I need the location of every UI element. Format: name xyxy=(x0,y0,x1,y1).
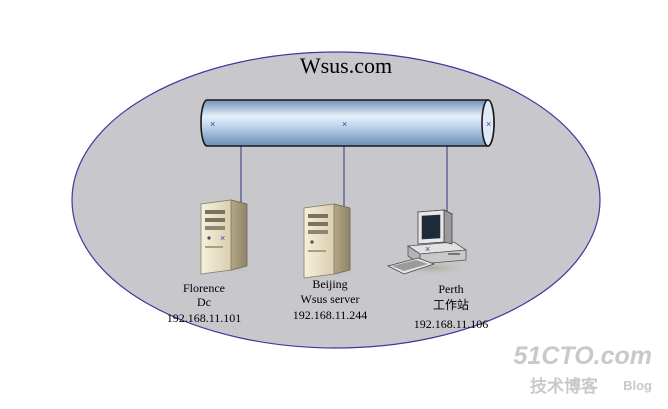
svg-text:×: × xyxy=(342,119,347,129)
beijing-ip: 192.168.11.244 xyxy=(293,308,368,322)
perth-name: Perth xyxy=(438,282,463,296)
beijing-role: Wsus server xyxy=(301,292,360,306)
perth-label: Perth 工作站 192.168.11.106 xyxy=(414,282,489,331)
svg-text:×: × xyxy=(220,233,225,243)
svg-text:×: × xyxy=(210,119,215,129)
perth-ip: 192.168.11.106 xyxy=(414,317,489,331)
svg-text:×: × xyxy=(425,244,430,254)
svg-text:×: × xyxy=(486,119,491,129)
beijing-name: Beijing xyxy=(312,277,347,291)
perth-role: 工作站 xyxy=(433,298,469,312)
perth-workstation-icon: × xyxy=(386,209,472,276)
watermark-site: 51CTO.com xyxy=(514,342,652,370)
watermark: 51CTO.com 技术博客 Blog xyxy=(514,342,653,396)
beijing-label: Beijing Wsus server 192.168.11.244 xyxy=(293,277,368,322)
florence-name: Florence xyxy=(183,281,225,295)
domain-title: Wsus.com xyxy=(300,53,392,78)
beijing-server-icon xyxy=(294,203,362,279)
florence-ip: 192.168.11.101 xyxy=(167,311,242,325)
network-backbone-pipe: × × × xyxy=(200,99,495,147)
florence-role: Dc xyxy=(197,295,211,309)
watermark-blog: Blog xyxy=(623,378,652,393)
florence-label: Florence Dc 192.168.11.101 xyxy=(167,281,242,325)
watermark-subtitle: 技术博客 xyxy=(530,376,599,396)
florence-server-icon: × xyxy=(191,199,259,275)
